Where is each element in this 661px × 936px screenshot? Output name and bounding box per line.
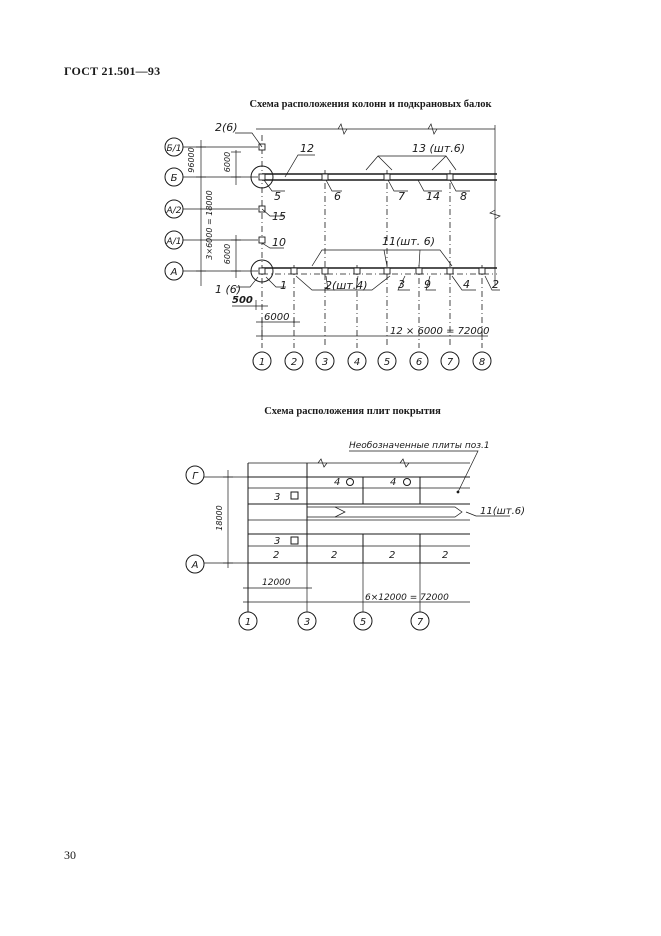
label-4: 4 (463, 278, 470, 291)
scheme2-drawing: Г А 18000 4 4 3 3 2 2 2 2 Необозначенные… (185, 441, 525, 631)
row-axis-a: А (164, 261, 258, 281)
cell-label: 2 (273, 550, 279, 561)
column-axis-label: 6 (416, 357, 422, 368)
row-axis-label: А/1 (166, 237, 182, 247)
column-axis-label: 1 (245, 617, 251, 628)
label-2-right: 2 (492, 278, 499, 291)
label-11: 11(шт. 6) (382, 235, 435, 248)
scheme1-caption: Схема расположения колонн и подкрановых … (249, 99, 492, 110)
column-axis-label: 8 (479, 357, 485, 368)
row-axis-label: Б/1 (167, 144, 182, 154)
label-14: 14 (426, 190, 440, 203)
row-axis-g-label: Г (192, 471, 199, 482)
column-axis-label: 4 (354, 357, 360, 368)
dim-500: 500 (232, 295, 253, 306)
cell-label: 2 (331, 550, 337, 561)
label-2-6: 2(6) (215, 121, 238, 134)
label-10: 10 (272, 236, 286, 249)
dim-6000-upper: 6000 (223, 152, 232, 172)
label-15: 15 (272, 210, 286, 223)
dim-18000: 18000 (215, 505, 224, 530)
dim-6000-col: 6000 (264, 312, 289, 323)
row-axis-b1: Б/1 (164, 137, 258, 157)
row-axis-label: А/2 (166, 206, 182, 216)
scheme1-drawing: Б/1 Б А/2 А/1 А (164, 121, 501, 371)
column-axis-label: 1 (259, 357, 265, 368)
dim-72000-plates: 6×12000 = 72000 (365, 593, 449, 603)
cell-label: 4 (334, 477, 340, 488)
dim-6000-lower: 6000 (223, 244, 232, 264)
row-axis-a1: А/1 (164, 230, 258, 250)
row-axis-label: А (170, 267, 178, 278)
cell-label: 2 (389, 550, 395, 561)
label-9: 9 (424, 278, 431, 291)
label-2-sht4: 2(шт.4) (325, 279, 368, 292)
dim-72000: 12 × 6000 = 72000 (390, 326, 489, 337)
label-1: 1 (280, 279, 287, 292)
column-axis-label: 5 (360, 617, 366, 628)
column-axis-label: 2 (291, 357, 297, 368)
row-axis-label: Б (171, 173, 178, 184)
label-8: 8 (460, 190, 467, 203)
cell-label: 4 (390, 477, 396, 488)
column-axis-label: 7 (447, 357, 454, 368)
cell-label: 3 (274, 536, 280, 547)
cell-label: 3 (274, 492, 280, 503)
label-1-6: 1 (6) (215, 283, 241, 296)
row-axis-a2: А/2 (164, 199, 258, 219)
row-axis-a-label: А (191, 560, 199, 571)
scheme2-caption: Схема расположения плит покрытия (264, 406, 441, 417)
document-header: ГОСТ 21.501—93 (64, 64, 161, 78)
label-6: 6 (334, 190, 341, 203)
column-axis-bubbles: 1 2 3 4 5 6 7 8 (252, 351, 492, 371)
column-axis-label: 7 (417, 617, 424, 628)
page-number: 30 (64, 848, 76, 862)
cell-label: 2 (442, 550, 448, 561)
dim-96000: 96000 (187, 147, 196, 172)
label-3: 3 (398, 278, 405, 291)
column-axis-label: 3 (322, 357, 328, 368)
column-axis-label: 3 (304, 617, 310, 628)
label-13: 13 (шт.6) (412, 142, 465, 155)
label-12: 12 (300, 142, 314, 155)
note-plates: Необозначенные плиты поз.1 (349, 441, 490, 451)
label-5: 5 (274, 190, 281, 203)
label-11-plates: 11(шт.6) (480, 506, 525, 517)
label-7: 7 (398, 190, 405, 203)
dim-18000-vertical: 3×6000 = 18000 (205, 190, 214, 259)
column-axis-label: 5 (384, 357, 390, 368)
dim-12000: 12000 (262, 578, 291, 588)
row-axis-b: Б (164, 167, 258, 187)
